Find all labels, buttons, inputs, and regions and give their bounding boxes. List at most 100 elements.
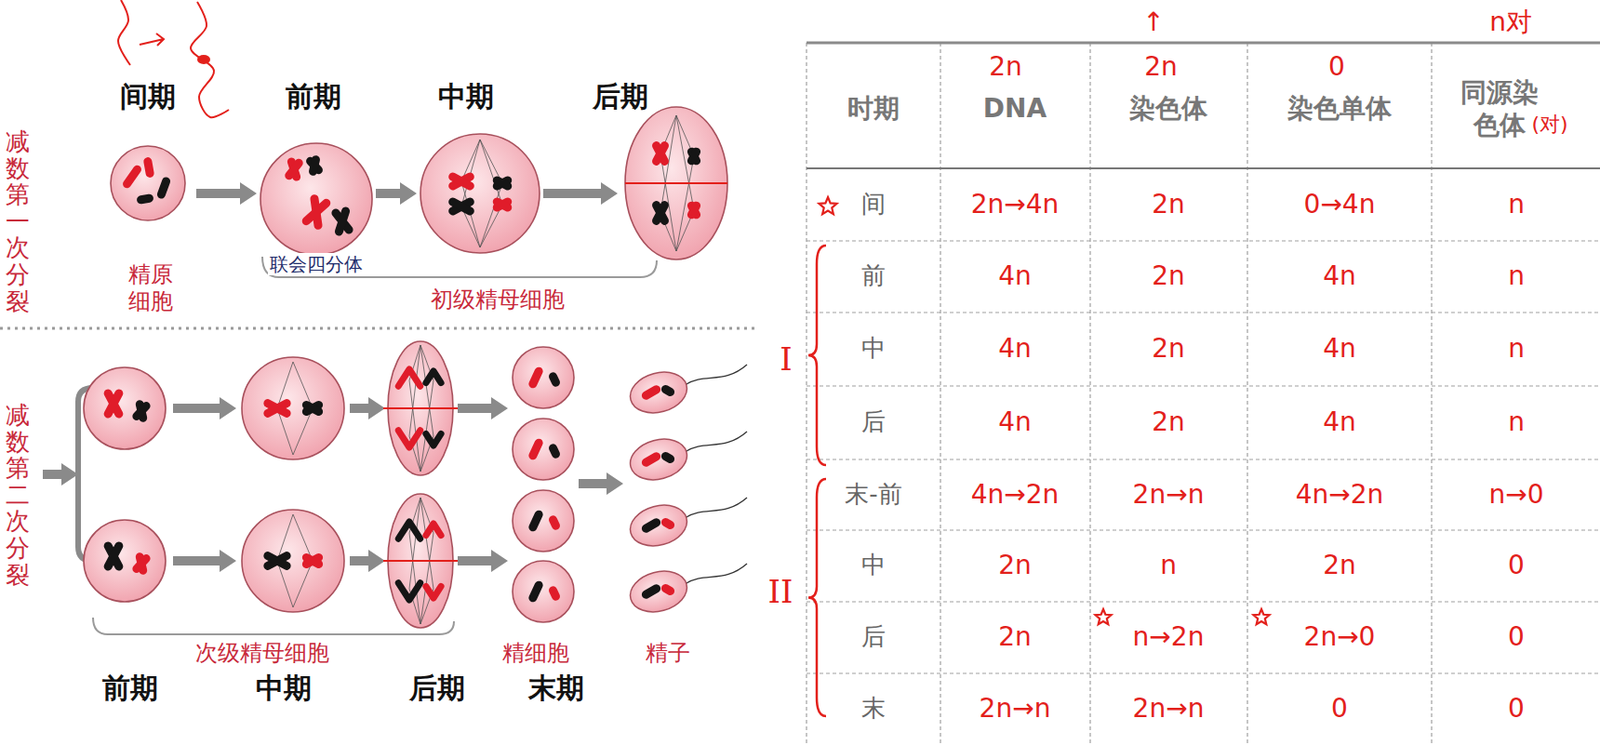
table-cell: 2n→n — [1133, 479, 1205, 511]
table-cell: 4n — [998, 406, 1032, 439]
phase-label: 末-前 — [844, 480, 902, 509]
chromatid — [262, 550, 293, 573]
block-arrow — [457, 549, 508, 573]
table-cell: 2n — [1322, 549, 1357, 582]
phase-label: 间 — [861, 189, 886, 219]
table-cell: 2n→n — [979, 693, 1052, 725]
chromatid — [491, 196, 514, 214]
table-cell: 2n — [998, 621, 1032, 654]
sperm-head — [626, 499, 693, 553]
chromatid — [131, 400, 153, 423]
chromatid — [300, 551, 324, 570]
chromatid — [650, 200, 670, 227]
separated-chromatid — [398, 430, 420, 448]
cell-name: 精子 — [645, 640, 691, 667]
stage-label: 后期 — [592, 80, 649, 114]
division-title: 减数第二次分裂 — [5, 401, 30, 588]
division-mark — [383, 560, 460, 562]
tetrad-label: 联会四分体 — [267, 253, 365, 276]
cell — [420, 133, 540, 254]
chromatid — [685, 200, 702, 221]
table-cell: 2n→n — [1133, 693, 1205, 725]
phase-label: 后 — [861, 622, 886, 652]
cell — [83, 367, 166, 450]
separated-chromatid — [426, 586, 441, 599]
handwritten-note: 0 — [1328, 51, 1346, 83]
table-column-line — [1089, 42, 1091, 745]
spindle-fiber — [480, 183, 503, 248]
chromatid — [262, 398, 293, 420]
column-header: DNA — [983, 93, 1047, 125]
chromatid — [262, 550, 293, 573]
chromatid — [102, 387, 125, 420]
table-cell: 4n→2n — [1295, 479, 1385, 511]
stage-label: 前期 — [102, 671, 159, 706]
table-cell: 0 — [1507, 693, 1525, 725]
block-arrow — [375, 182, 417, 205]
chromatid — [685, 146, 702, 167]
cell-name: 精细胞 — [502, 640, 570, 667]
chromatid — [307, 154, 321, 176]
chromatid — [650, 140, 670, 168]
chromatid — [304, 155, 325, 176]
table-cell: n — [1507, 260, 1525, 293]
chromatid — [650, 140, 670, 168]
handwritten-note: (对) — [1531, 112, 1568, 137]
cell — [241, 509, 345, 613]
sperm-tail — [684, 364, 747, 386]
chromatid — [640, 384, 663, 402]
division-mark — [625, 182, 728, 185]
chromatid — [640, 517, 663, 535]
table-cell: 2n — [998, 549, 1032, 582]
chromatid — [547, 514, 562, 532]
chromatid — [547, 442, 562, 460]
stage-label: 中期 — [438, 80, 494, 114]
spindle-fiber — [420, 345, 434, 437]
table-cell: 4n — [1322, 406, 1357, 439]
block-arrow — [349, 397, 386, 420]
table-row-line — [806, 529, 1600, 531]
table-row-line — [806, 458, 1600, 460]
sperm-tail — [684, 431, 747, 453]
column-header: 染色体 — [1129, 93, 1208, 125]
table-row-line — [806, 385, 1600, 387]
table-cell: n — [1507, 188, 1525, 221]
chromatid — [527, 579, 545, 604]
block-arrow — [173, 549, 237, 573]
column-header: 时期 — [847, 93, 900, 125]
chromatid — [102, 387, 125, 420]
stage-label: 前期 — [285, 80, 342, 114]
table-cell: n — [1507, 333, 1525, 365]
cell — [512, 346, 574, 409]
brace — [808, 479, 827, 717]
scribble — [190, 1, 229, 118]
stage-label: 后期 — [409, 671, 466, 706]
chromatid — [491, 174, 514, 192]
separator — [0, 327, 756, 331]
chromatid — [659, 582, 676, 597]
block-arrow — [349, 549, 386, 573]
spindle-fiber — [293, 560, 313, 608]
stage-label: 末期 — [528, 671, 585, 706]
chromatid — [640, 583, 663, 601]
table-cell: n — [1160, 549, 1177, 582]
cell — [241, 357, 345, 460]
block-arrow — [543, 182, 618, 205]
cell — [110, 146, 186, 221]
spindle-fiber — [293, 361, 313, 409]
sperm-tail — [684, 497, 747, 519]
chromatid — [659, 383, 676, 398]
spindle-fiber — [409, 380, 421, 472]
separated-chromatid — [426, 371, 441, 384]
block-arrow — [42, 463, 79, 486]
chromatid — [135, 193, 154, 205]
handwritten-note: 2n — [1144, 51, 1178, 83]
handwriting — [118, 0, 1270, 717]
spindle-fiber — [420, 533, 434, 625]
scribble-dot — [197, 54, 211, 65]
chromatid — [102, 540, 125, 573]
star-mark — [1253, 609, 1269, 625]
phase-label: 末 — [861, 693, 886, 723]
scribble — [118, 0, 131, 66]
